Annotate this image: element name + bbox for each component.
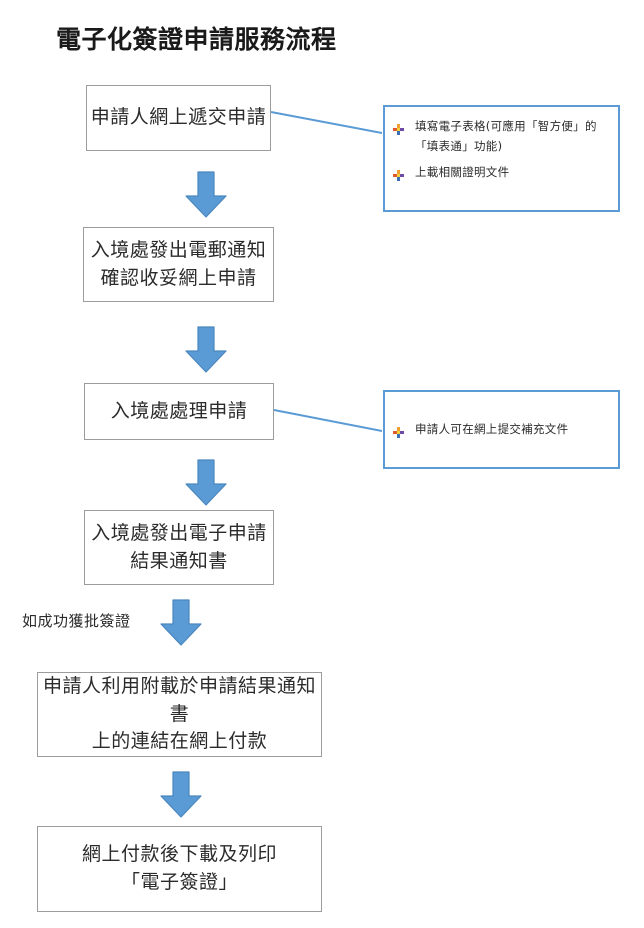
arrow-down-icon <box>185 171 227 218</box>
note-1-list: 填寫電子表格(可應用「智方便」的「填表通」功能) 上載相關證明文件 <box>393 116 608 182</box>
multicolor-star-bullet-icon <box>393 121 404 135</box>
note-1-item-2-text: 上載相關證明文件 <box>415 165 510 180</box>
flow-step-4-line-1: 入境處發出電子申請 <box>91 521 267 544</box>
multicolor-star-bullet-icon <box>393 167 404 182</box>
note-2-list: 申請人可在網上提交補充文件 <box>393 419 608 439</box>
note-1-item-2: 上載相關證明文件 <box>393 162 608 182</box>
flow-step-6-line-2: 「電子簽證」 <box>120 871 238 893</box>
note-box-1: 填寫電子表格(可應用「智方便」的「填表通」功能) 上載相關證明文件 <box>383 105 620 212</box>
note-2-item-1: 申請人可在網上提交補充文件 <box>393 419 608 439</box>
flow-step-4-line-2: 結果通知書 <box>130 549 228 572</box>
flow-step-2-box[interactable]: 入境處發出電郵通知 確認收妥網上申請 <box>83 227 274 302</box>
flow-step-5-line-2: 上的連結在網上付款 <box>91 730 268 753</box>
flow-step-5-box[interactable]: 申請人利用附載於申請結果通知書 上的連結在網上付款 <box>37 672 322 757</box>
note-2-item-1-text: 申請人可在網上提交補充文件 <box>415 422 569 437</box>
flow-step-6-box[interactable]: 網上付款後下載及列印 「電子簽證」 <box>37 826 322 912</box>
flow-step-1-box[interactable]: 申請人網上遞交申請 <box>86 85 271 151</box>
flow-step-3-box[interactable]: 入境處處理申請 <box>84 383 274 440</box>
flow-step-1-line-1: 申請人網上遞交申請 <box>90 106 267 129</box>
arrow-down-icon <box>160 771 202 818</box>
page-title: 電子化簽證申請服務流程 <box>56 25 337 54</box>
flow-step-3-line-1: 入境處處理申請 <box>110 399 248 422</box>
flow-step-5-line-1: 申請人利用附載於申請結果通知書 <box>42 675 316 725</box>
arrow-down-icon <box>160 599 202 646</box>
note-1-item-1: 填寫電子表格(可應用「智方便」的「填表通」功能) <box>393 116 608 156</box>
arrow-down-icon <box>185 326 227 373</box>
multicolor-star-bullet-icon <box>393 424 404 439</box>
flow-step-2-line-1: 入境處發出電郵通知 <box>90 238 267 261</box>
flow-step-4-box[interactable]: 入境處發出電子申請 結果通知書 <box>84 510 274 585</box>
connector-step3-to-note2 <box>273 409 383 432</box>
connector-step1-to-note1 <box>270 111 383 134</box>
condition-label: 如成功獲批簽證 <box>22 612 131 630</box>
note-1-item-1-text: 填寫電子表格(可應用「智方便」的「填表通」功能) <box>415 119 597 154</box>
arrow-down-icon <box>185 459 227 506</box>
note-box-2: 申請人可在網上提交補充文件 <box>383 390 620 469</box>
flow-step-2-line-2: 確認收妥網上申請 <box>100 266 257 289</box>
flow-step-6-line-1: 網上付款後下載及列印 <box>81 843 277 866</box>
